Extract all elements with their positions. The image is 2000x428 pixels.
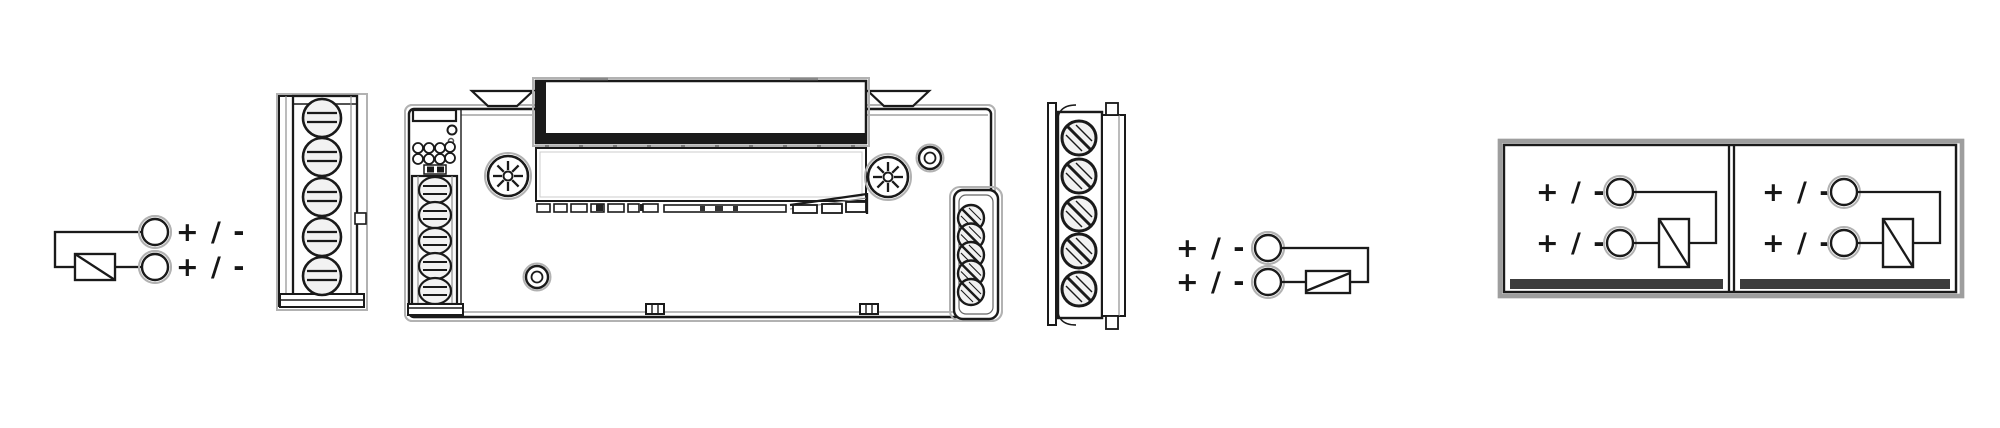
polarity-label: + / - bbox=[1536, 228, 1606, 259]
display-bottom-bar bbox=[536, 133, 866, 143]
panel-bottom-bar bbox=[1510, 279, 1723, 289]
adjustment-screw-right bbox=[863, 152, 913, 202]
fixing-hole bbox=[522, 262, 552, 292]
loop-wires bbox=[53, 230, 142, 269]
option-panel-2: + / - + / - bbox=[1762, 174, 1942, 269]
options-box: + / - + / - + / - + / - bbox=[1497, 138, 1965, 299]
terminal-circle bbox=[1826, 174, 1862, 210]
terminal-circle bbox=[137, 214, 173, 250]
display-window bbox=[532, 77, 870, 147]
screw-terminal bbox=[1060, 157, 1098, 195]
screw-terminal bbox=[301, 97, 343, 139]
load-box bbox=[1304, 269, 1352, 295]
terminal-circle bbox=[1602, 174, 1638, 210]
screw-terminal bbox=[956, 277, 986, 307]
terminal-circle bbox=[1602, 225, 1638, 261]
screw-terminal bbox=[417, 226, 453, 256]
panel-bottom-bar bbox=[1740, 279, 1950, 289]
mounting-tab-left bbox=[469, 89, 536, 108]
block-side-latch bbox=[354, 212, 367, 225]
screw-terminal bbox=[417, 276, 453, 306]
loop-wires bbox=[1633, 190, 1718, 245]
indicator-dot bbox=[446, 124, 458, 136]
polarity-label: + / - bbox=[1762, 228, 1832, 259]
terminal-circle bbox=[137, 249, 173, 285]
polarity-label: + / - bbox=[1176, 267, 1246, 298]
screw-terminal bbox=[417, 251, 453, 281]
screw-terminal bbox=[301, 176, 343, 218]
mounting-tab-right bbox=[865, 89, 932, 108]
sensor-loop-diagram-right: + / - + / - bbox=[1176, 230, 1370, 300]
panel-top-bar bbox=[411, 108, 458, 123]
screw-terminal bbox=[1060, 195, 1098, 233]
service-connector bbox=[423, 164, 447, 175]
screw-terminal bbox=[1060, 270, 1098, 308]
screw-terminal bbox=[301, 216, 343, 258]
load-box bbox=[1657, 217, 1691, 269]
fixing-hole bbox=[915, 143, 945, 173]
loop-wires bbox=[1281, 246, 1370, 284]
chamfer-step bbox=[789, 192, 869, 214]
load-box bbox=[1881, 217, 1915, 269]
polarity-label: + / - bbox=[176, 217, 246, 248]
polarity-label: + / - bbox=[1536, 177, 1606, 208]
device-terminal-strip-left bbox=[407, 174, 464, 316]
main-device bbox=[404, 77, 1003, 322]
load-box bbox=[73, 252, 117, 282]
polarity-label: + / - bbox=[1176, 233, 1246, 264]
label-window bbox=[535, 147, 867, 202]
block-rail bbox=[1047, 102, 1057, 326]
screw-terminal bbox=[417, 200, 453, 230]
led-indicators bbox=[412, 141, 456, 165]
screw-terminal bbox=[417, 175, 453, 205]
terminal-circle bbox=[1250, 230, 1286, 266]
strip-base bbox=[407, 303, 464, 316]
terminal-marking-row bbox=[536, 203, 787, 213]
status-panel bbox=[411, 108, 458, 175]
sensor-loop-diagram-left: + / - + / - bbox=[53, 214, 246, 285]
bottom-foot bbox=[859, 303, 879, 315]
screw-terminal bbox=[1060, 232, 1098, 270]
screw-terminal bbox=[301, 136, 343, 178]
block-cover bbox=[1101, 114, 1126, 317]
terminal-block-right bbox=[1047, 102, 1126, 330]
screw-terminal bbox=[1060, 119, 1098, 157]
screw-terminal bbox=[301, 255, 343, 297]
terminal-circle bbox=[1250, 264, 1286, 300]
polarity-label: + / - bbox=[1762, 177, 1832, 208]
terminal-block-left bbox=[276, 93, 368, 311]
loop-wires bbox=[1857, 190, 1942, 245]
option-panel-1: + / - + / - bbox=[1536, 174, 1718, 269]
block-tab-top bbox=[1105, 102, 1119, 116]
adjustment-screw-left bbox=[483, 151, 533, 201]
device-terminal-strip-right bbox=[949, 186, 1003, 322]
bottom-foot bbox=[645, 303, 665, 315]
polarity-label: + / - bbox=[176, 252, 246, 283]
block-tab-bottom bbox=[1105, 315, 1119, 330]
terminal-circle bbox=[1826, 225, 1862, 261]
